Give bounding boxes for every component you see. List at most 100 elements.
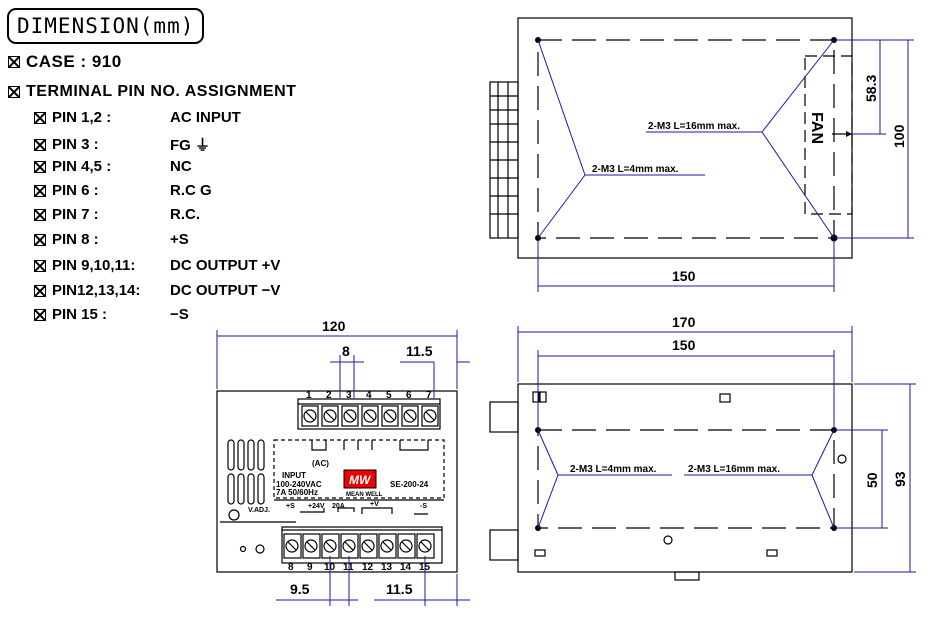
pin-number-label: 4	[366, 390, 372, 401]
checkbox-icon	[34, 138, 46, 151]
fan-label: FAN	[808, 112, 825, 144]
current-label: 20A	[332, 503, 345, 510]
pin-row: PIN 4,5 :NC	[34, 158, 192, 175]
input-spec-2: 7A 50/60Hz	[276, 488, 318, 497]
model-number: SE-200-24	[390, 480, 429, 489]
pin-row: PIN 7 : R.C.	[34, 206, 200, 223]
pin-number-label: 1	[306, 390, 312, 401]
pin-row: PIN12,13,14: DC OUTPUT −V	[34, 282, 280, 299]
pin-number: PIN 7 :	[52, 206, 99, 223]
ground-symbol-icon	[228, 509, 240, 521]
checkbox-icon	[34, 111, 46, 124]
v-adj-label: V.ADJ.	[248, 507, 270, 514]
top-note-16mm: 2-M3 L=16mm max.	[648, 121, 740, 132]
top-case-outline	[517, 17, 853, 259]
front-dim-8: 8	[342, 343, 350, 359]
pin-number: PIN 9,10,11:	[52, 257, 136, 274]
pin-row: PIN 8 : +S	[34, 231, 189, 248]
top-dim-150: 150	[672, 268, 696, 284]
pin-number-label: 13	[381, 562, 393, 573]
pin-function: AC INPUT	[170, 109, 241, 126]
bottom-dim-170: 170	[672, 314, 696, 330]
front-dim-11-5-top: 11.5	[406, 343, 433, 359]
checkbox-icon	[34, 184, 46, 197]
bottom-dim-93: 93	[892, 471, 908, 487]
bottom-mount-outline	[537, 429, 835, 529]
checkbox-icon	[34, 259, 46, 272]
top-dim-100: 100	[891, 124, 907, 148]
top-note-4mm: 2-M3 L=4mm max.	[592, 164, 679, 175]
pin-row: PIN 9,10,11: DC OUTPUT +V	[34, 257, 280, 274]
front-dim-11-5-bottom: 11.5	[386, 581, 413, 597]
pin-number: PIN 15 :	[52, 306, 108, 323]
pin-number-label: 14	[400, 562, 412, 573]
case-label: CASE : 910	[26, 52, 122, 71]
input-text: INPUT	[282, 471, 306, 480]
front-dim-120: 120	[322, 318, 346, 334]
indicator-icon	[239, 545, 247, 553]
checkbox-icon	[34, 308, 46, 321]
plus-s-label: +S	[286, 503, 295, 510]
v24-label: +24V	[308, 503, 325, 510]
checkbox-icon	[34, 233, 46, 246]
checkbox-icon	[34, 284, 46, 297]
pin-number: PIN 8 :	[52, 231, 99, 248]
vent-slots	[227, 439, 265, 505]
pin-function: NC	[170, 158, 192, 175]
checkbox-icon	[8, 86, 20, 98]
pin-function: −S	[170, 306, 189, 323]
input-spec-1: 100-240VAC	[276, 480, 322, 489]
pin-number-label: 8	[288, 562, 294, 573]
dimension-title-text: DIMENSION(mm)	[17, 14, 195, 38]
adjust-pot-icon	[255, 544, 265, 554]
pin-function: R.C.	[170, 206, 200, 223]
brand-subtitle: MEAN WELL	[346, 492, 383, 498]
pin-row: PIN 15 : −S	[34, 306, 189, 323]
pin-function: DC OUTPUT +V	[170, 257, 281, 274]
label-panel	[273, 439, 445, 499]
pin-function: FG ⏚	[170, 137, 210, 154]
pin-number: PIN 6 :	[52, 182, 99, 199]
bottom-dim-50: 50	[864, 472, 880, 488]
brand-logo-box	[343, 469, 377, 489]
minus-s-label: -S	[420, 503, 427, 510]
bottom-case-outline	[517, 383, 853, 573]
dimension-title: DIMENSION(mm)	[7, 8, 205, 44]
top-dim-58-3: 58.3	[863, 75, 879, 102]
bottom-dim-150: 150	[672, 337, 696, 353]
bottom-note-16mm: 2-M3 L=16mm max.	[688, 464, 780, 475]
top-terminal-block	[297, 398, 441, 430]
top-terminal-stubs	[489, 81, 519, 239]
pin-row: PIN 6 : R.C G	[34, 182, 212, 199]
pin-number-label: 2	[326, 390, 332, 401]
pin-number: PIN 1,2 :	[52, 109, 112, 126]
pin-row: PIN 1,2 : AC INPUT	[34, 109, 241, 126]
top-pin-numbers: 1 2 3 4 5 6 7	[306, 390, 432, 401]
brand-logo: MW	[349, 473, 372, 487]
pin-number: PIN12,13,14:	[52, 282, 141, 299]
pin-number-label: 7	[426, 390, 432, 401]
terminal-label: TERMINAL PIN NO. ASSIGNMENT	[26, 83, 297, 100]
bottom-terminal-block	[281, 526, 443, 564]
pin-row: PIN 3 : FG ⏚	[34, 134, 210, 155]
checkbox-icon	[34, 208, 46, 221]
pin-function: R.C G	[170, 182, 212, 199]
ac-label: (AC)	[312, 459, 329, 468]
pin-number-label: 6	[406, 390, 412, 401]
top-view: 2-M3 L=16mm max. 2-M3 L=4mm max. FAN 150…	[489, 17, 914, 292]
terminal-line: TERMINAL PIN NO. ASSIGNMENT	[8, 83, 296, 101]
front-case-outline	[216, 390, 458, 573]
front-view: 120 8 11.5 1	[216, 318, 470, 606]
top-mount-outline	[537, 39, 835, 239]
pin-function: +S	[170, 231, 189, 248]
bottom-pin-numbers: 8 9 10 11 12 13 14 15	[288, 562, 431, 573]
pin-number-label: 5	[386, 390, 392, 401]
bottom-note-4mm: 2-M3 L=4mm max.	[570, 464, 657, 475]
checkbox-icon	[34, 160, 46, 173]
pin-number-label: 12	[362, 562, 374, 573]
bottom-view: 2-M3 L=4mm max. 2-M3 L=16mm max. 170 150…	[489, 314, 916, 581]
fan-outline	[804, 55, 853, 215]
pin-function: DC OUTPUT −V	[170, 282, 281, 299]
pin-number: PIN 3 :	[52, 136, 99, 153]
plus-v-label: +V	[370, 501, 379, 508]
